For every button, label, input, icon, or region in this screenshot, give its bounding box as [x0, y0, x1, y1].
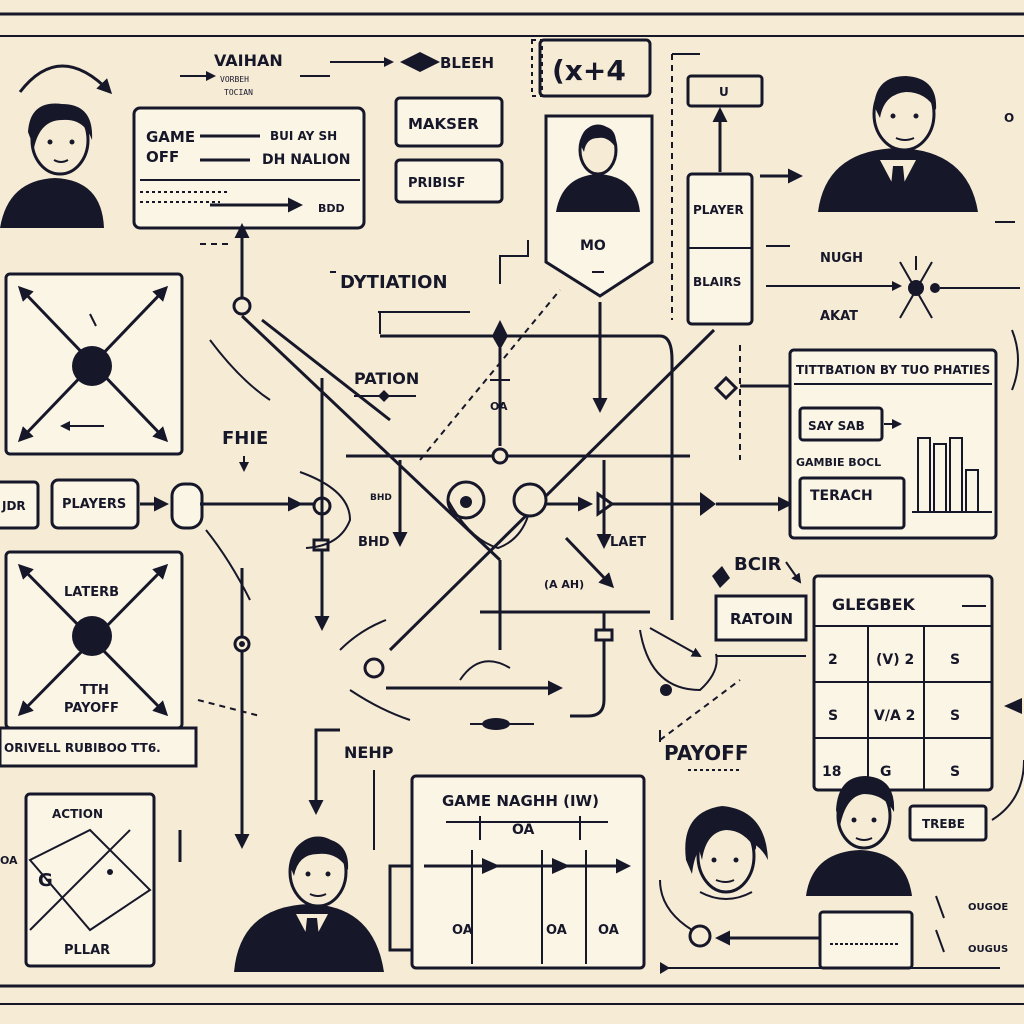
frame [0, 12, 1024, 1005]
strategy-box-lower: LATERB TTH PAYOFF [4, 550, 184, 730]
mo-label: MO [580, 238, 606, 254]
equation-box: (x+4 [531, 38, 652, 98]
table-cell-0: OA [452, 923, 473, 938]
tth-label: TTH [80, 683, 109, 698]
trebe-label: TREBE [922, 817, 965, 831]
plaar-label: PLLAR [64, 943, 110, 958]
game-box-line-1: GAME [146, 128, 195, 146]
diamond-marker [400, 52, 440, 72]
laet-label: LAET [610, 535, 646, 550]
top-title: VAIHAN [214, 51, 283, 70]
payoff-mid-group: PAYOFF [659, 730, 748, 771]
matrix-cell-7: G [880, 764, 892, 780]
action-label: ACTION [52, 807, 103, 821]
action-box: ACTION G PLLAR OA [0, 792, 182, 968]
titration-panel: TITTBATION BY TUO PHATIES SAY SAB GAMBIE… [713, 329, 1019, 540]
jdr-box: JDR [0, 480, 40, 530]
nehp-label: NEHP [344, 743, 394, 762]
pribisf-label: PRIBISF [408, 176, 465, 191]
nehp-group: NEHP [308, 728, 394, 850]
table-cell-2: OA [598, 923, 619, 938]
top-right-cut-label: O [1004, 111, 1014, 125]
equation-text: (x+4 [552, 54, 626, 87]
player-box: PLAYER BLAIRS [686, 107, 803, 326]
bottom-right-label-1: OUGOE [968, 902, 1008, 913]
game-box-right-1: BUI AY SH [270, 129, 337, 143]
bcir-label: BCIR [734, 554, 782, 575]
table-cell-1: OA [546, 923, 567, 938]
top-subtitle-1: VORBEH [220, 75, 249, 84]
gambie-bocl-label: GAMBIE BOCL [796, 456, 881, 469]
u-box-label: U [719, 85, 729, 99]
matrix-cell-5: S [950, 708, 960, 724]
laterb-label: LATERB [64, 585, 119, 600]
game-box-sub: BDD [318, 202, 345, 215]
small-node-label: BHD [370, 493, 392, 503]
game-table-title: GAME NAGHH (IW) [442, 792, 599, 810]
matrix-cell-6: 18 [822, 764, 841, 780]
players-label: PLAYERS [62, 497, 126, 512]
nugh-akat-node: NUGH AKAT [766, 251, 1020, 324]
matrix-cell-8: S [950, 764, 960, 780]
payoff-left-label: PAYOFF [64, 701, 119, 716]
matrix-cell-4: V/A 2 [874, 708, 915, 724]
strategy-box-upper [4, 272, 184, 456]
portrait-woman-bottom [685, 806, 768, 900]
portrait-woman-topleft [0, 64, 113, 228]
portrait-man-topright: O [818, 76, 1015, 223]
u-box: U [671, 53, 764, 320]
bcir-ratoin-group: BCIR RATOIN [712, 554, 808, 657]
makser-box: MAKSER [394, 96, 504, 148]
pribisf-box: PRIBISF [394, 158, 504, 204]
bottom-strip: OUGOE OUGUS [659, 879, 1008, 974]
left-caption: ORIVELL RUBIBOO TT6. [0, 726, 198, 768]
payoff-mid-label: PAYOFF [664, 741, 748, 765]
dytiation-label: DYTIATION [340, 272, 448, 293]
center-network: DYTIATION PATION FHIE BHD BHD [197, 223, 793, 849]
a-ah-label: (A AH) [544, 578, 584, 591]
bar-graph [912, 437, 992, 513]
fhie-label: FHIE [222, 428, 268, 449]
nugh-label: NUGH [820, 251, 863, 266]
g-letter: G [38, 870, 53, 891]
matrix-cell-3: S [828, 708, 838, 724]
portrait-man-bottom [234, 836, 384, 972]
game-table: GAME NAGHH (IW) OA OA OA OA [388, 774, 646, 970]
terach-label: TERACH [810, 488, 873, 504]
jdr-label: JDR [1, 499, 26, 513]
player-label-2: BLAIRS [693, 275, 741, 289]
akat-label: AKAT [820, 309, 858, 324]
side-oa-label: OA [0, 854, 18, 867]
mid-small-label: OA [490, 400, 508, 413]
game-info-box: GAME OFF BUI AY SH DH NALION BDD [132, 106, 366, 230]
player-label-1: PLAYER [693, 203, 744, 217]
portrait-woman-bottomright: TREBE [806, 759, 1024, 896]
top-title-group: VAIHAN VORBEH TOCIAN BLEEH [180, 51, 494, 97]
matrix-cell-1: (V) 2 [876, 652, 914, 668]
left-caption-text: ORIVELL RUBIBOO TT6. [4, 741, 161, 755]
say-sab-label: SAY SAB [808, 419, 865, 433]
center-shield: MO [544, 114, 654, 413]
top-subtitle-2: TOCIAN [224, 88, 253, 97]
ratoin-label: RATOIN [730, 610, 793, 628]
bleeh-label: BLEEH [440, 54, 494, 72]
payoff-matrix: GLEGBEK 2 (V) 2 S S V/A 2 S 18 G S [812, 574, 1022, 792]
table-mid-mark: OA [512, 822, 535, 838]
makser-label: MAKSER [408, 115, 479, 133]
bhd-label: BHD [358, 535, 390, 550]
game-box-right-2: DH NALION [262, 152, 351, 168]
matrix-title: GLEGBEK [832, 595, 916, 614]
bottom-right-label-2: OUGUS [968, 944, 1008, 955]
pation-label: PATION [354, 369, 419, 388]
matrix-cell-0: 2 [828, 652, 838, 668]
matrix-cell-2: S [950, 652, 960, 668]
game-box-line-2: OFF [146, 148, 179, 166]
panel-title: TITTBATION BY TUO PHATIES [796, 363, 990, 377]
